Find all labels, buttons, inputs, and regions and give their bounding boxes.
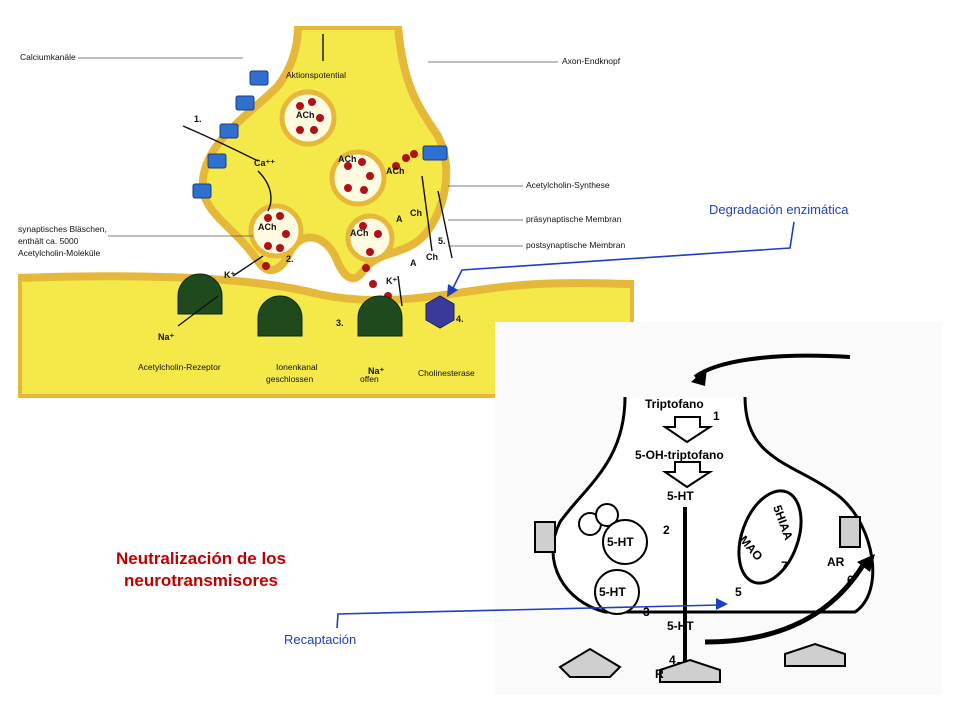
label-blaeschen-3: Acetylcholin-Moleküle <box>18 248 100 258</box>
ach-label-vesicle-3: ACh <box>258 222 277 232</box>
label-axon-endknopf: Axon-Endknopf <box>562 56 621 66</box>
step-number-5: 5. <box>438 236 446 246</box>
label-praesynaptische-membran: präsynaptische Membran <box>526 214 622 224</box>
label-num-3: 3 <box>643 605 650 619</box>
k-label-1: K⁺ <box>224 270 235 280</box>
flow-arrows <box>177 34 453 327</box>
ach-label-synthesis: ACh <box>386 166 405 176</box>
label-5-ht-cleft: 5-HT <box>667 619 694 633</box>
label-blaeschen-2: enthält ca. 5000 <box>18 236 79 246</box>
na-label-1: Na⁺ <box>158 332 175 342</box>
ach-label-vesicle-1: ACh <box>296 110 315 120</box>
label-ionenkanal: Ionenkanal <box>276 362 318 372</box>
label-5-oh-triptofano: 5-OH-triptofano <box>635 448 724 462</box>
label-calciumkanaele: Calciumkanäle <box>20 52 76 62</box>
label-ar: AR <box>827 555 845 569</box>
slide-title-line-2: neurotransmisores <box>124 571 278 590</box>
label-postsynaptische-membran: postsynaptische Membran <box>526 240 625 250</box>
ach-label-vesicle-4: ACh <box>350 228 369 238</box>
step-number-2: 2. <box>286 254 294 264</box>
step-number-4: 4. <box>456 314 464 324</box>
postsynaptic-receptors <box>534 516 861 683</box>
label-blaeschen-1: synaptisches Bläschen, <box>18 224 107 234</box>
ch-label-1: Ch <box>410 208 422 218</box>
label-num-1: 1 <box>713 409 720 423</box>
label-num-5: 5 <box>735 585 742 599</box>
label-triptofano: Triptofano <box>645 397 704 411</box>
label-acetylcholin-rezeptor: Acetylcholin-Rezeptor <box>138 362 221 372</box>
synthesis-arrows <box>661 416 714 489</box>
label-num-7: 7 <box>781 559 788 573</box>
label-acetylcholin-synthese: Acetylcholin-Synthese <box>526 180 610 190</box>
cholinesterase-enzyme <box>425 295 455 329</box>
annotation-recaptacion: Recaptación <box>284 632 357 647</box>
a-label-1: A <box>396 214 403 224</box>
ach-label-vesicle-2: ACh <box>338 154 357 164</box>
ca-label: Ca⁺⁺ <box>254 158 275 168</box>
a-label-2: A <box>410 258 417 268</box>
annotation-degradacion-enzimatica: Degradación enzimática <box>709 202 849 217</box>
ach-dots <box>262 98 418 300</box>
label-5-ht-top: 5-HT <box>667 489 694 503</box>
na-label-2: Na⁺ <box>368 366 385 376</box>
label-5-ht-release: 5-HT <box>599 585 626 599</box>
label-offen: offen <box>360 374 379 384</box>
label-num-2: 2 <box>663 523 670 537</box>
label-aktionspotential: Aktionspotential <box>286 70 346 80</box>
slide-title: Neutralización de los neurotransmisores <box>72 548 330 592</box>
label-r: R <box>655 667 664 681</box>
calcium-channels <box>192 70 448 199</box>
step-number-3: 3. <box>336 318 344 328</box>
step-number-1: 1. <box>194 114 202 124</box>
k-label-2: K⁺ <box>386 276 397 286</box>
slide-title-line-1: Neutralización de los <box>115 549 287 568</box>
label-cholinesterase: Cholinesterase <box>418 368 475 378</box>
ch-label-2: Ch <box>426 252 438 262</box>
label-5-ht-vesicle: 5-HT <box>607 535 634 549</box>
label-num-6: 6 <box>847 573 854 587</box>
ach-receptors <box>177 273 403 337</box>
label-num-4: 4 <box>669 653 676 667</box>
serotonin-synapse-diagram: Triptofano 1 5-OH-triptofano 5-HT 5-HT 5… <box>495 322 942 695</box>
label-geschlossen: geschlossen <box>266 374 314 384</box>
mitochondrion <box>737 489 803 585</box>
